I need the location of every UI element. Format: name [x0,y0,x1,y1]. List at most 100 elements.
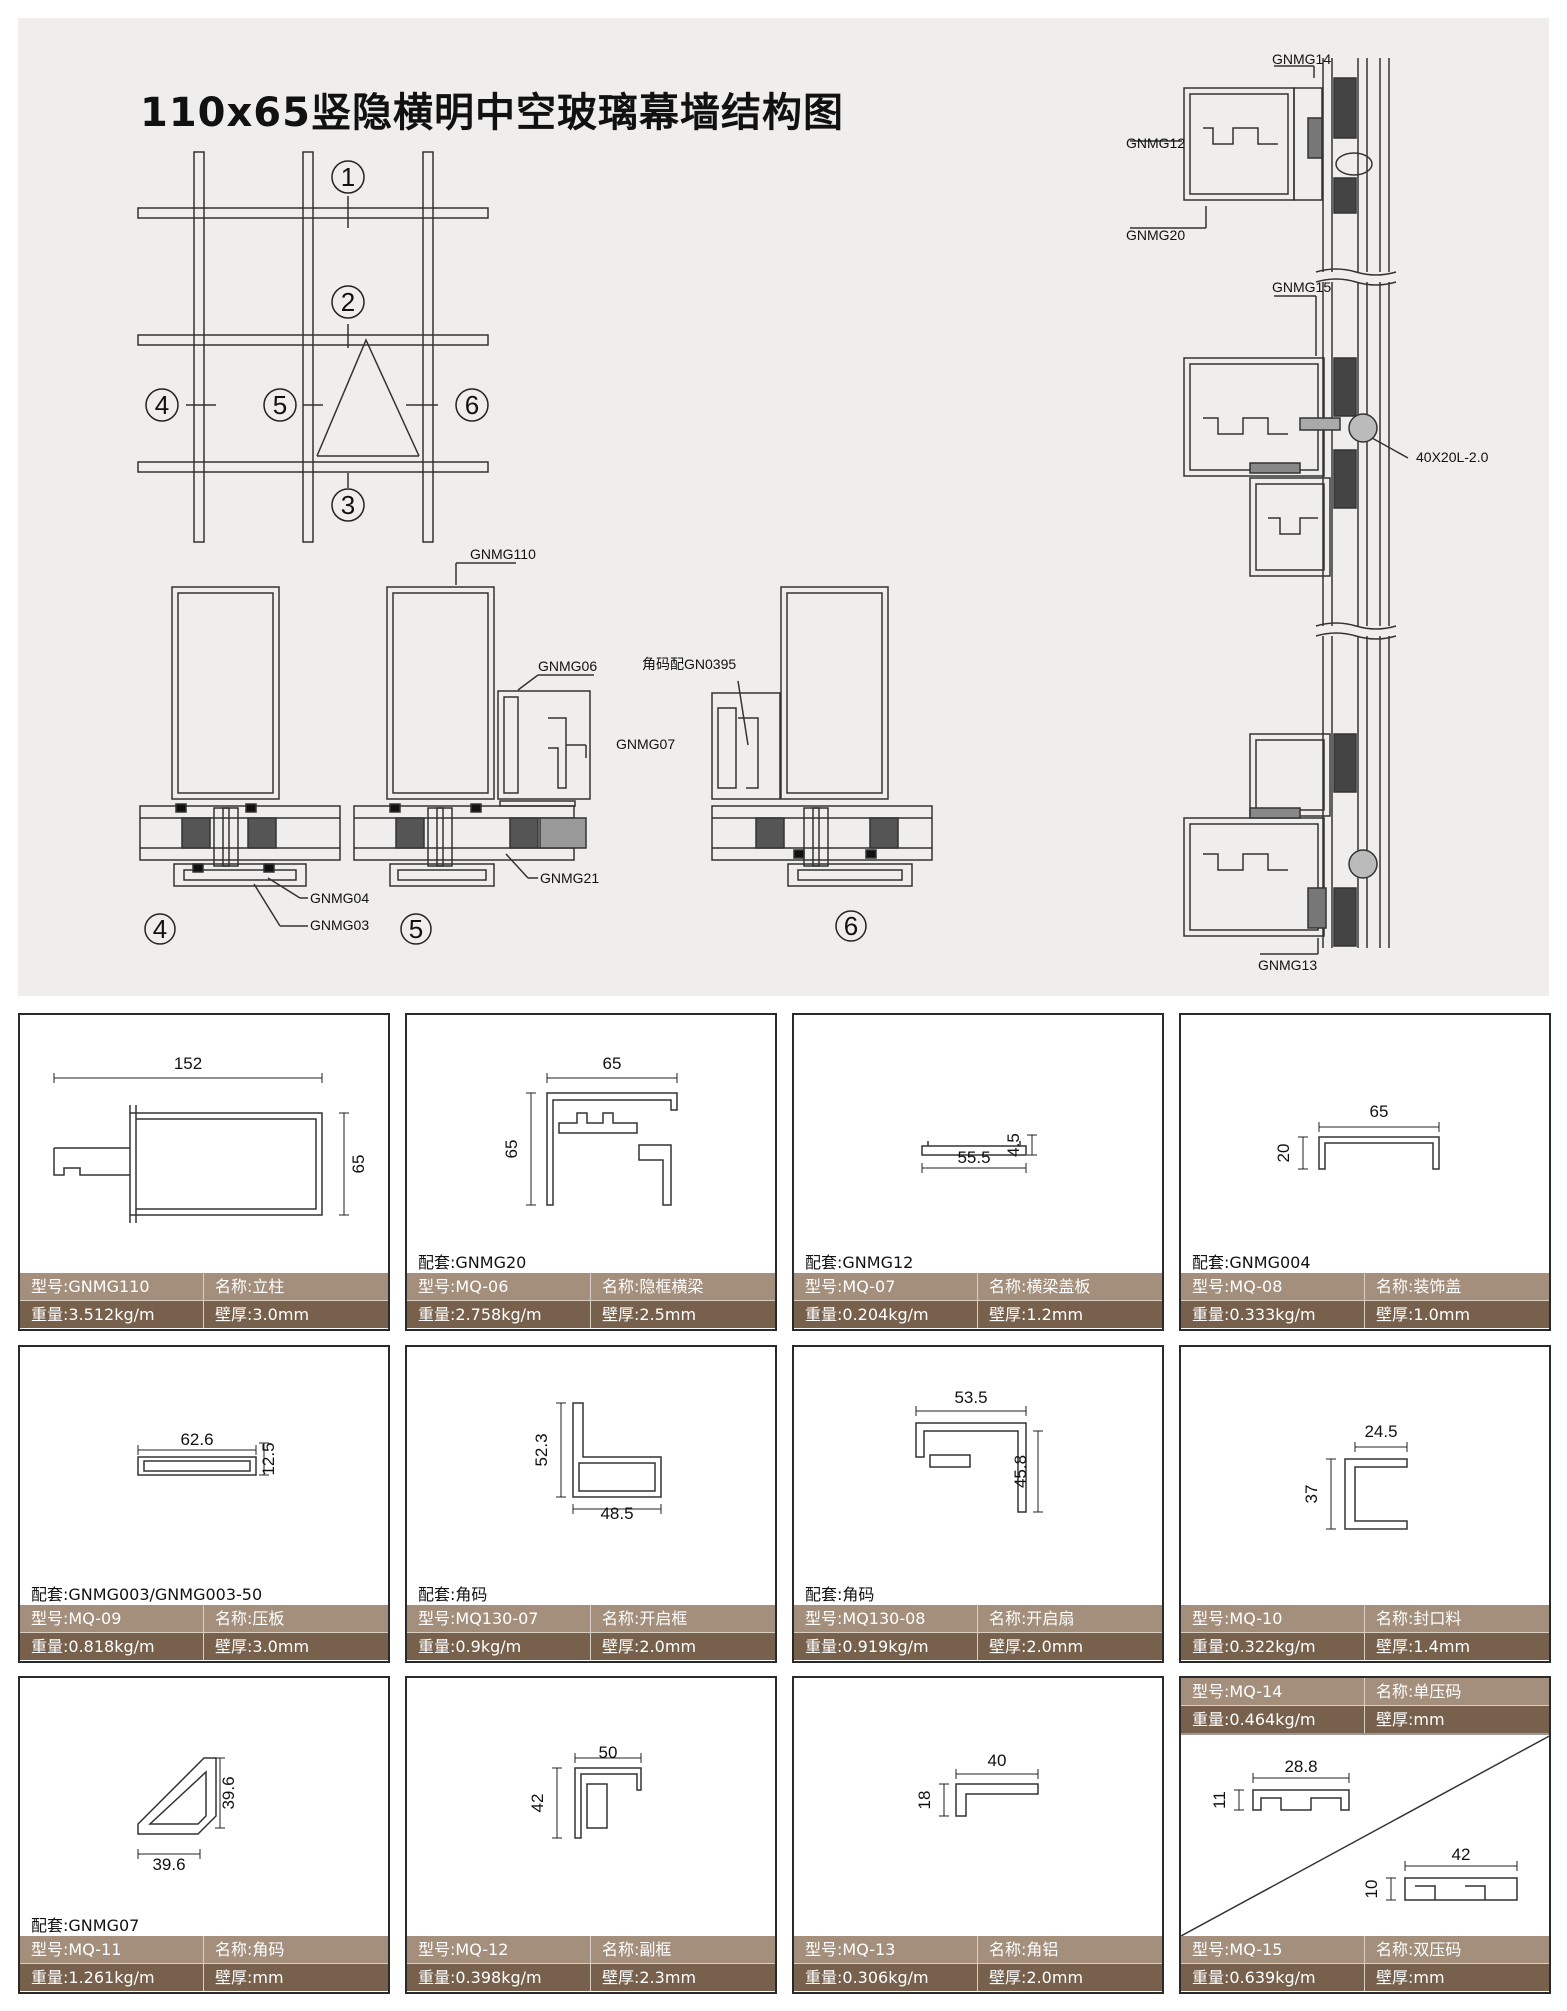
accessory-prefix: 配套: [418,1585,456,1604]
spec-row: 型号:MQ-13 名称:角铝 [794,1936,1162,1964]
spec-model-value: MQ130-07 [455,1609,539,1628]
spec-name-value: 装饰盖 [1413,1277,1462,1296]
section-labels: GNMG110 GNMG06 GNMG07 GNMG21 GNMG04 GNMG… [310,546,736,933]
spec-name: 名称:封口料 [1365,1605,1549,1632]
profile-outline [574,1767,642,1839]
svg-text:6: 6 [844,911,858,941]
accessory-value: GNMG20 [455,1253,527,1272]
spec-model: 型号:MQ-15 [1181,1936,1365,1963]
spec-name: 名称:隐框横梁 [591,1273,775,1300]
spec-name: 名称:横梁盖板 [978,1273,1162,1300]
spec-model-label: 型号: [1192,1277,1230,1296]
label-gnmg13: GNMG13 [1258,957,1317,973]
accessory-prefix: 配套: [1192,1253,1230,1272]
spec-thickness-label: 壁厚: [215,1968,253,1987]
dimension-label: 62.6 [180,1430,213,1449]
spec-name: 名称:装饰盖 [1365,1273,1549,1300]
svg-text:4: 4 [153,914,167,944]
spec-model: 型号:MQ-10 [1181,1605,1365,1632]
spec-weight-label: 重量: [1192,1968,1230,1987]
spec-model-value: MQ-07 [842,1277,896,1296]
spec-model: 型号:MQ-12 [407,1936,591,1963]
accessory-prefix: 配套: [31,1916,69,1935]
spec-name-value: 隐框横梁 [639,1277,704,1296]
spec-thickness: 壁厚:3.0mm [204,1633,388,1660]
spec-weight: 重量:0.9kg/m [407,1633,591,1660]
spec-thickness-value: mm [1413,1710,1445,1729]
accessory-prefix: 配套: [31,1585,69,1604]
spec-thickness-label: 壁厚: [602,1637,640,1656]
spec-weight-label: 重量: [31,1637,69,1656]
dimension-label: 52.3 [532,1433,551,1466]
section-marker-4: 4 [144,913,176,945]
section-marker-5: 5 [400,913,432,945]
dimension-label: 4.5 [1004,1133,1023,1157]
dimension-label: 39.6 [152,1855,185,1874]
profile-outline [1318,1136,1440,1170]
spec-thickness-label: 壁厚: [602,1305,640,1324]
spec-weight: 重量:1.261kg/m [20,1964,204,1991]
profile-outline [546,1092,678,1206]
profile-outline [137,1757,217,1835]
spec-weight-label: 重量: [31,1305,69,1324]
spec-thickness: 壁厚:2.0mm [591,1633,775,1660]
spec-name-value: 横梁盖板 [1026,1277,1091,1296]
spec-name-value: 角铝 [1026,1940,1059,1959]
profile-outline [1344,1458,1408,1530]
spec-thickness: 壁厚:3.0mm [204,1301,388,1328]
spec-name-label: 名称: [989,1277,1027,1296]
spec-model: 型号:MQ-13 [794,1936,978,1963]
spec-weight-label: 重量: [31,1968,69,1987]
accessory-value: GNMG004 [1229,1253,1311,1272]
spec-thickness-value: 2.0mm [639,1637,697,1656]
spec-model: 型号:MQ130-07 [407,1605,591,1632]
spec-name-value: 副框 [639,1940,672,1959]
spec-weight-value: 0.919kg/m [842,1637,929,1656]
spec-weight-label: 重量: [805,1305,843,1324]
profile-drawing: 39.6 39.6 [137,1757,238,1874]
accessory-value: 角码 [455,1585,488,1604]
label-spacer: 40X20L-2.0 [1416,449,1489,465]
spec-weight: 重量:0.306kg/m [794,1964,978,1991]
spec-name-label: 名称: [989,1940,1027,1959]
spec-name-label: 名称: [602,1609,640,1628]
spec-weight-value: 3.512kg/m [68,1305,155,1324]
spec-weight-value: 0.464kg/m [1229,1710,1316,1729]
profile-outline [129,1112,323,1216]
label-gnmg15: GNMG15 [1272,279,1331,295]
spec-thickness-value: 2.5mm [639,1305,697,1324]
spec-thickness: 壁厚:mm [1365,1964,1549,1991]
dimension-label: 42 [528,1794,547,1813]
dimension-label: 28.8 [1284,1757,1317,1776]
dimension-label: 39.6 [219,1776,238,1809]
spec-model-label: 型号: [1192,1940,1230,1959]
spec-model-value: MQ130-08 [842,1609,926,1628]
spec-name-label: 名称: [215,1940,253,1959]
spec-name-label: 名称: [989,1609,1027,1628]
spec-model: 型号:MQ-07 [794,1273,978,1300]
spec-thickness: 壁厚:1.0mm [1365,1301,1549,1328]
spec-weight-label: 重量: [805,1637,843,1656]
spec-model: 型号:GNMG110 [20,1273,204,1300]
spec-weight-value: 2.758kg/m [455,1305,542,1324]
profile-drawing: 62.6 12.5 [137,1430,278,1476]
spec-thickness-value: 2.0mm [1026,1968,1084,1987]
spec-model-label: 型号: [31,1940,69,1959]
dimension-label: 12.5 [259,1442,278,1475]
dimension-label: 40 [988,1751,1007,1770]
dimension-label: 10 [1362,1880,1381,1899]
structure-diagram-panel: 110x65竖隐横明中空玻璃幕墙结构图 [18,18,1549,996]
